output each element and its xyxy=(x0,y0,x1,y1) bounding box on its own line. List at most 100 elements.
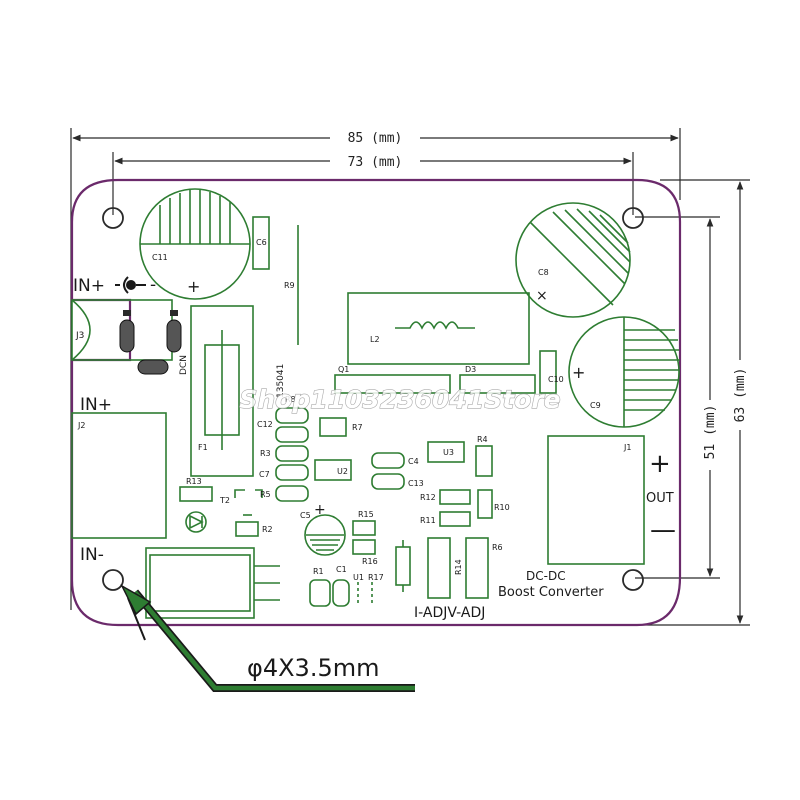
mounting-hole-bottom-left xyxy=(102,569,124,591)
label-u1: U1 xyxy=(353,573,364,582)
connector-j2 xyxy=(71,412,167,539)
label-r5: R5 xyxy=(260,490,271,499)
label-r16: R16 xyxy=(362,557,378,566)
fuse-f1 xyxy=(190,305,254,477)
connector-j1 xyxy=(547,435,645,565)
label-r6: R6 xyxy=(492,543,503,552)
resistor-r1 xyxy=(309,579,331,607)
solder-jumpers xyxy=(119,319,182,375)
capacitor-c9 xyxy=(568,316,680,428)
capacitor-c10 xyxy=(539,350,557,394)
smd-column-left xyxy=(275,407,309,502)
label-c13: C13 xyxy=(408,479,424,488)
resistor-r6 xyxy=(465,537,489,599)
board-adjust-label: I-ADJV-ADJ xyxy=(414,605,485,621)
label-c4: C4 xyxy=(408,457,419,466)
store-watermark: Shop1103236041Store xyxy=(239,385,560,414)
label-r2: R2 xyxy=(262,525,273,534)
label-j2: J2 xyxy=(77,421,85,430)
dc-jack-symbol xyxy=(115,276,146,294)
resistor-r10 xyxy=(477,489,493,519)
label-f1: F1 xyxy=(198,443,208,452)
label-plus-c11: + xyxy=(187,277,200,296)
resistor-r4 xyxy=(475,445,493,477)
resistor-r11 xyxy=(439,511,471,527)
label-u2: U2 xyxy=(337,467,348,476)
label-plus-c9: + xyxy=(572,363,585,382)
capacitor-c8 xyxy=(515,202,631,318)
label-in-minus-side: IN- xyxy=(80,545,104,565)
label-out-plus: + xyxy=(649,449,671,479)
label-r12: R12 xyxy=(420,493,436,502)
diode-vertical xyxy=(395,540,411,592)
resistor-r13 xyxy=(179,486,213,502)
label-q1: Q1 xyxy=(338,365,349,374)
label-r10: R10 xyxy=(494,503,510,512)
label-c8: C8 xyxy=(538,268,549,277)
transistor-t2 xyxy=(234,489,263,516)
resistor-r12 xyxy=(439,489,471,505)
board-title-line1: DC-DC xyxy=(526,569,566,583)
ic-u3 xyxy=(427,441,465,463)
board-outline xyxy=(70,178,682,627)
inductor-l2 xyxy=(347,292,530,365)
terminal-block xyxy=(145,547,280,619)
led xyxy=(185,511,207,533)
capacitor-c1 xyxy=(332,579,350,607)
label-r8: R8 xyxy=(285,395,296,404)
c8-x-mark: × xyxy=(536,288,548,304)
label-u3: U3 xyxy=(443,448,454,457)
dim-63-label: 63 (mm) xyxy=(733,368,748,423)
resistor-r15 xyxy=(352,520,376,536)
label-r15: R15 xyxy=(358,510,374,519)
label-r3: R3 xyxy=(260,449,271,458)
capacitor-c4-c13 xyxy=(371,452,405,490)
resistor-r14 xyxy=(427,537,451,599)
label-out-minus: — xyxy=(650,515,676,545)
transistor-q1 xyxy=(334,374,451,394)
dim-73-label: 73 (mm) xyxy=(348,155,403,170)
label-r14: R14 xyxy=(454,559,463,575)
ic-u2 xyxy=(314,459,352,481)
resistor-r7 xyxy=(319,417,347,437)
label-in-plus-top: IN+ xyxy=(73,276,105,296)
label-j3: J3 xyxy=(75,331,84,341)
board-title-line2: Boost Converter xyxy=(498,585,604,600)
label-c11: C11 xyxy=(152,253,168,262)
label-plus-c5: + xyxy=(314,502,326,518)
resistor-r2 xyxy=(235,521,259,537)
hole-callout xyxy=(120,584,415,692)
hole-size-label: φ4X3.5mm xyxy=(247,654,379,682)
label-dcn: DCN xyxy=(179,355,189,375)
label-r7: R7 xyxy=(352,423,363,432)
label-c9: C9 xyxy=(590,401,601,410)
dim-51-label: 51 (mm) xyxy=(703,405,718,460)
label-r13: R13 xyxy=(186,477,202,486)
label-c10: C10 xyxy=(548,375,564,384)
capacitor-c11 xyxy=(139,188,251,300)
label-r9: R9 xyxy=(284,281,295,290)
label-c6: C6 xyxy=(256,238,267,247)
label-c1: C1 xyxy=(336,565,347,574)
label-c7: C7 xyxy=(259,470,270,479)
label-c12: C12 xyxy=(257,420,273,429)
label-in-minus-top: - xyxy=(150,275,156,295)
diode-d3 xyxy=(459,374,536,394)
label-r1: R1 xyxy=(313,567,324,576)
capacitor-c5 xyxy=(304,514,346,556)
label-r4: R4 xyxy=(477,435,488,444)
resistor-r16 xyxy=(352,539,376,555)
label-out: OUT xyxy=(646,491,674,506)
label-r11: R11 xyxy=(420,516,436,525)
mounting-hole-top-right xyxy=(622,207,644,229)
label-d3: D3 xyxy=(465,365,476,374)
label-code: 135041 xyxy=(276,364,286,398)
label-c5: C5 xyxy=(300,511,311,520)
ic-u1 xyxy=(357,582,373,604)
label-t2: T2 xyxy=(219,496,230,505)
label-l2: L2 xyxy=(370,335,380,344)
mounting-holes xyxy=(102,207,644,591)
capacitor-c6 xyxy=(252,216,270,270)
label-j1: J1 xyxy=(623,443,631,452)
